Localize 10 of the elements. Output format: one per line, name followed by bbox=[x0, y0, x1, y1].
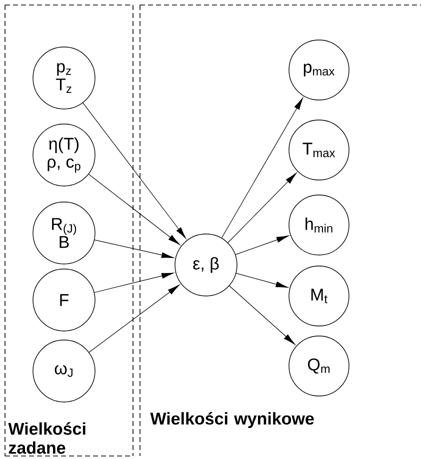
arrow bbox=[82, 102, 186, 239]
arrow bbox=[235, 236, 289, 255]
arrow bbox=[221, 98, 303, 238]
arrow bbox=[229, 286, 296, 345]
arrow bbox=[94, 272, 174, 293]
arrow bbox=[88, 284, 180, 353]
arrow bbox=[228, 172, 297, 243]
arrow bbox=[236, 273, 288, 288]
arrow bbox=[94, 240, 174, 258]
arrow bbox=[88, 174, 180, 245]
